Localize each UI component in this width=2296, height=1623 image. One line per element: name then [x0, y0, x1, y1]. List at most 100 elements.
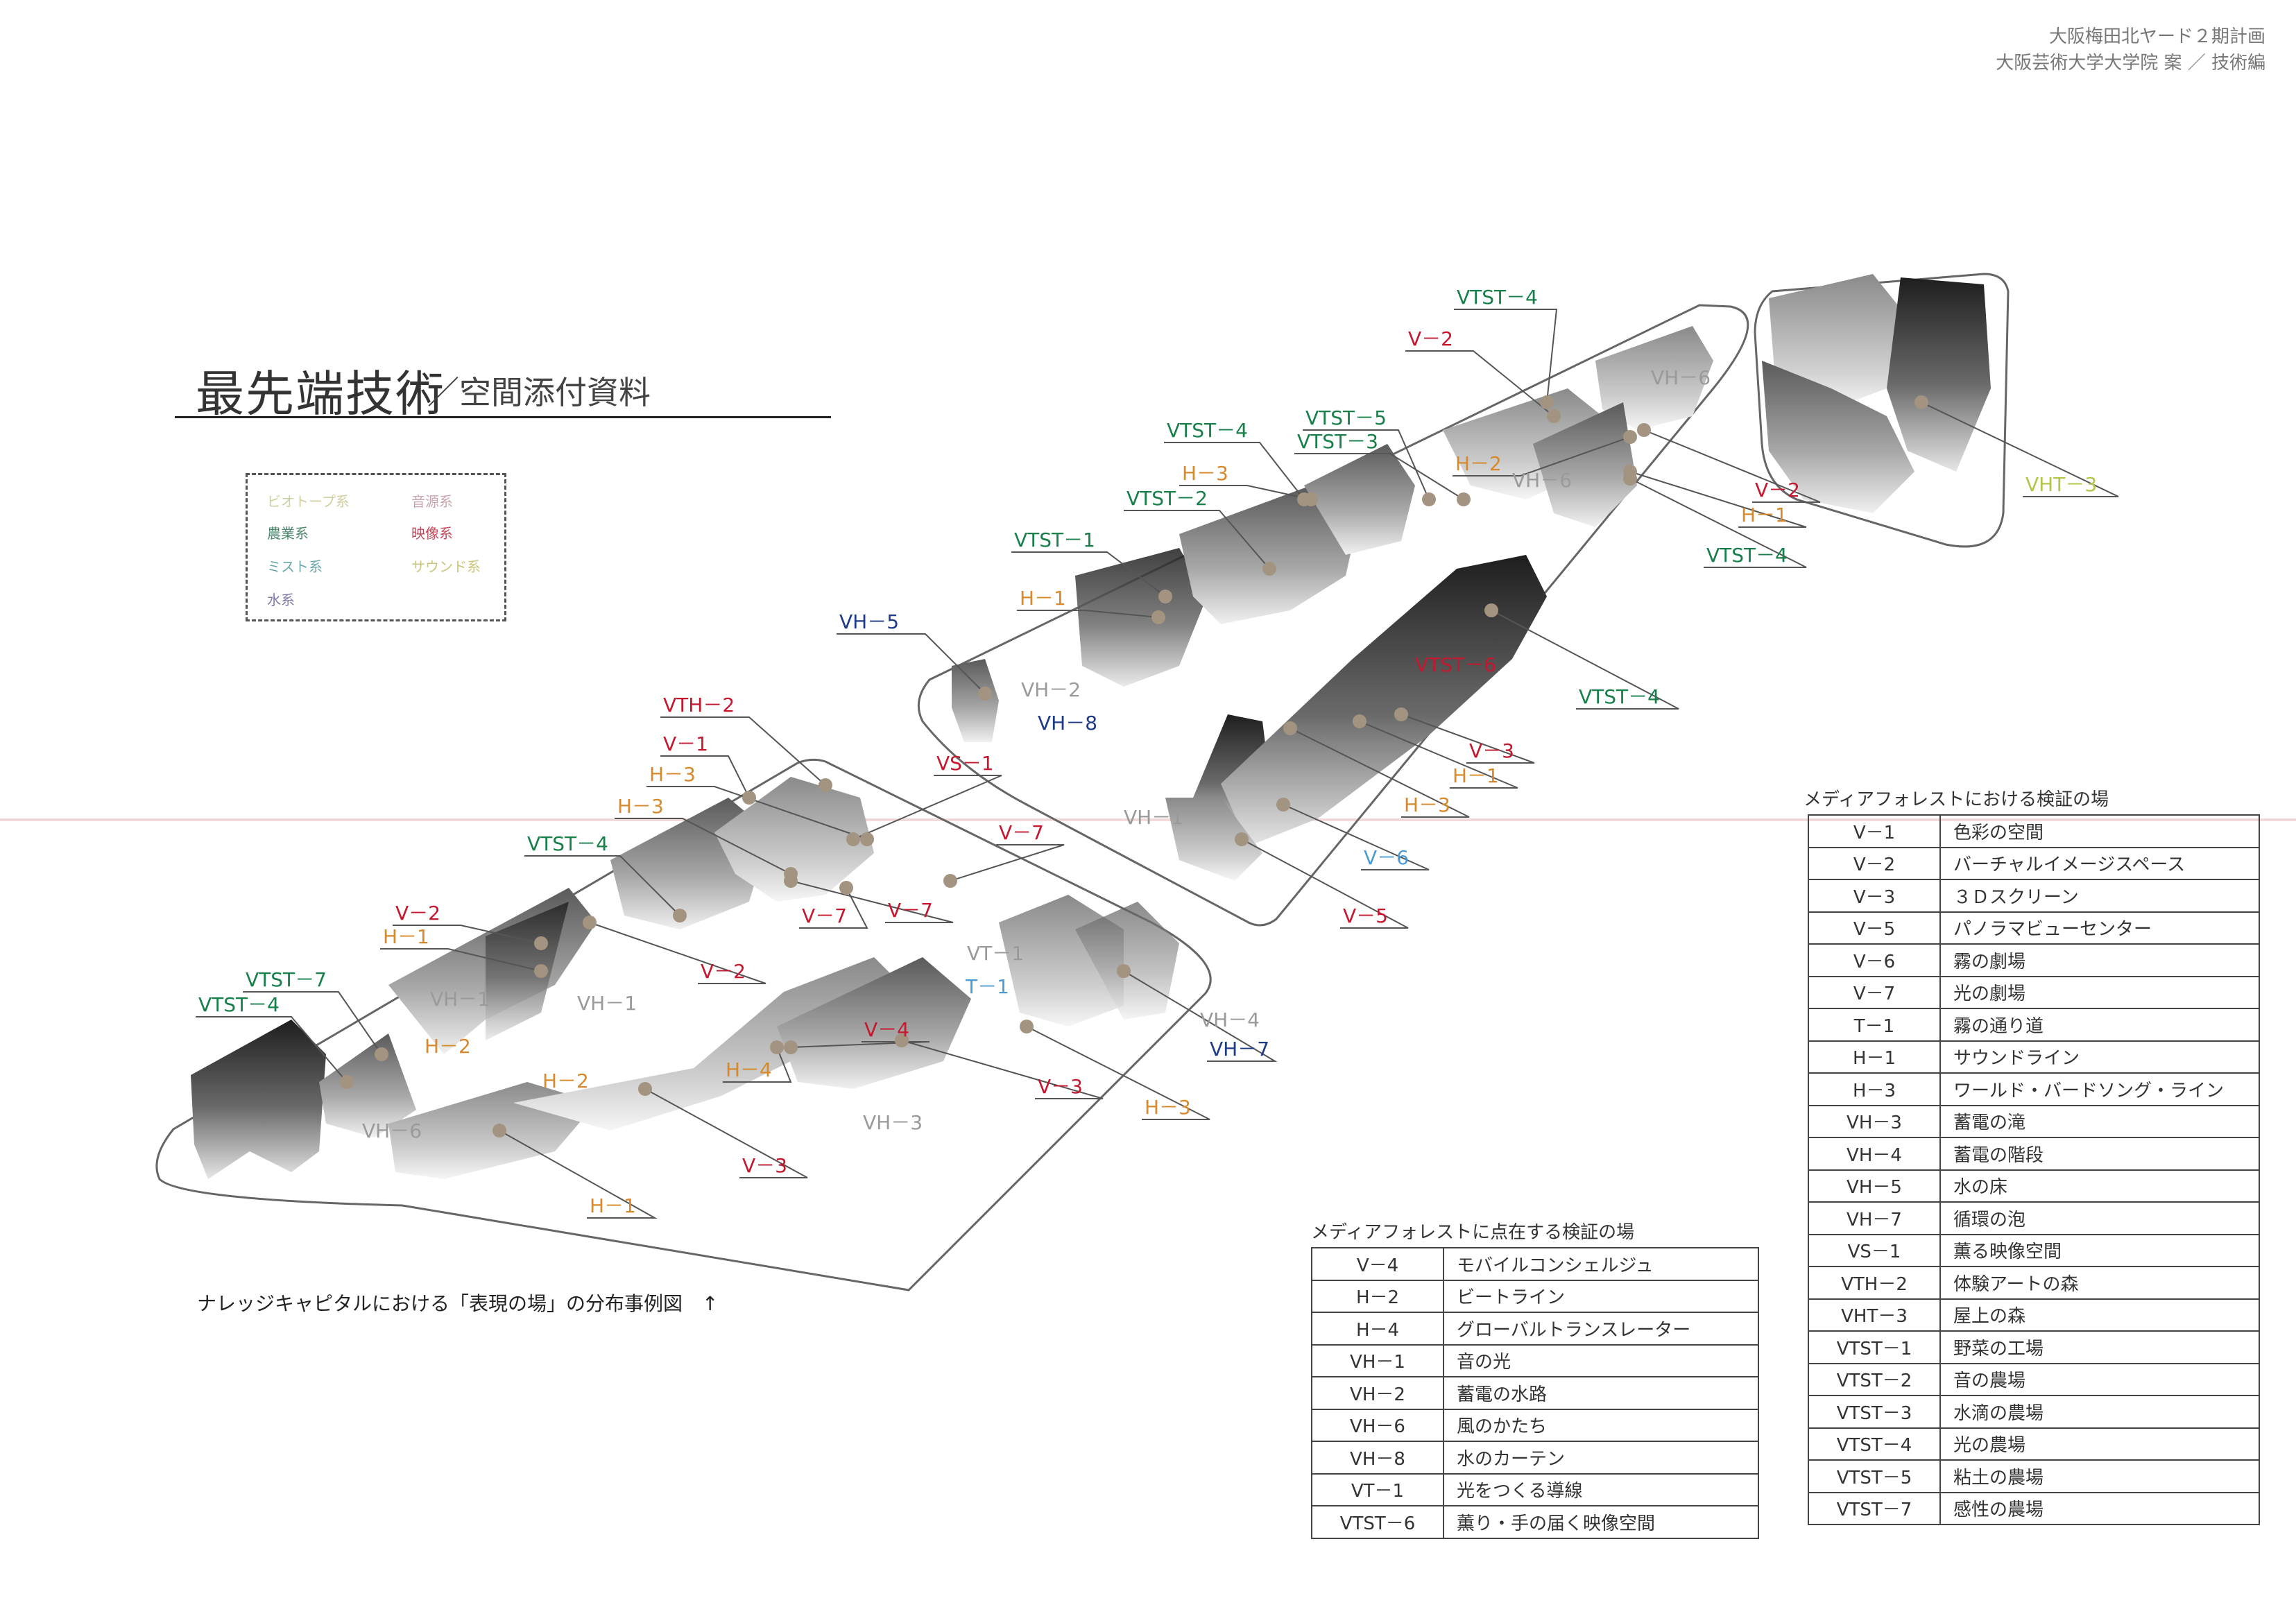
marker-dot	[1484, 603, 1498, 617]
leader-line	[1491, 610, 1679, 710]
map-label: V－2	[701, 960, 746, 983]
row-name: 屋上の森	[1939, 1298, 2260, 1332]
map-label: VH－1	[577, 992, 637, 1015]
map-label: VTST－4	[1457, 286, 1538, 309]
map-label: VTST－4	[1706, 544, 1788, 567]
mass-left-a	[319, 1033, 416, 1137]
row-name: 循環の泡	[1939, 1201, 2260, 1235]
map-label: V－2	[1408, 327, 1453, 350]
row-code: VH－2	[1311, 1376, 1444, 1410]
row-code: VH－5	[1808, 1169, 1941, 1203]
row-code: V－5	[1808, 911, 1941, 945]
marker-dot	[1158, 590, 1172, 603]
mass-center-h	[1221, 555, 1547, 846]
marker-dot	[784, 874, 798, 888]
map-label: VH－1	[430, 988, 490, 1011]
leader-line	[837, 633, 986, 694]
row-code: T－1	[1808, 1008, 1941, 1042]
row-name: 色彩の空間	[1939, 814, 2260, 848]
leader-line	[1017, 610, 1159, 618]
legend-item: サウンド系	[411, 558, 481, 575]
marker-dot	[943, 874, 957, 888]
map-label: T－1	[965, 975, 1009, 998]
map-label: H－2	[1455, 452, 1502, 475]
map-label: V－3	[742, 1154, 787, 1177]
leader-line	[660, 755, 750, 798]
map-label: H－2	[425, 1035, 471, 1058]
mass-right-c	[1762, 361, 1914, 513]
marker-dot	[375, 1047, 388, 1061]
row-name: 体験アートの森	[1939, 1266, 2260, 1300]
row-name: ビートライン	[1443, 1279, 1759, 1313]
map-label: V－2	[395, 902, 440, 925]
leader-line	[723, 1047, 792, 1083]
leader-line	[1123, 970, 1278, 1062]
marker-dot	[492, 1124, 506, 1137]
leader-line	[1294, 453, 1464, 500]
leader-line	[1179, 485, 1312, 500]
map-label: VH－1	[1124, 806, 1183, 829]
map-label: VHT－3	[2025, 473, 2097, 496]
guide-line	[0, 818, 2296, 821]
leader-line	[1454, 309, 1558, 403]
marker-dot	[1353, 714, 1367, 728]
leader-line	[1643, 429, 1821, 503]
marker-dot	[534, 964, 548, 978]
map-label: VT－1	[967, 942, 1024, 965]
row-code: VTST－1	[1808, 1330, 1941, 1364]
leader-line	[1290, 728, 1470, 818]
row-name: ワールド・バードソング・ライン	[1939, 1072, 2260, 1106]
leader-line	[1026, 1026, 1210, 1120]
leader-line	[1303, 429, 1430, 500]
row-name: 薫り・手の届く映像空間	[1443, 1505, 1759, 1539]
mass-center-c	[1304, 444, 1415, 555]
marker-dot	[1422, 492, 1436, 506]
row-name: 粘土の農場	[1939, 1459, 2260, 1493]
marker-dot	[1283, 721, 1297, 735]
row-name: バーチャルイメージスペース	[1939, 846, 2260, 880]
mass-center-tip	[952, 659, 999, 742]
row-name: 音の農場	[1939, 1362, 2260, 1396]
map-label: VH－8	[1038, 712, 1097, 735]
map-label: VTST－4	[1167, 419, 1248, 442]
map-label: VTST－4	[198, 993, 280, 1016]
marker-dot	[839, 881, 853, 895]
row-code: VT－1	[1311, 1472, 1444, 1506]
legend-item: ビオトープ系	[267, 493, 350, 510]
row-code: VTST－7	[1808, 1491, 1941, 1525]
row-name: 薫る映像空間	[1939, 1233, 2260, 1267]
table-right-title: メディアフォレストにおける検証の場	[1804, 789, 2109, 810]
header-line1: 大阪梅田北ヤード２期計画	[2048, 26, 2265, 47]
row-name: 蓄電の水路	[1443, 1376, 1759, 1410]
row-name: 水の床	[1939, 1169, 2260, 1203]
row-code: VTH－2	[1808, 1266, 1941, 1300]
map-label: VTST－7	[246, 968, 327, 991]
leader-line	[393, 925, 542, 944]
map-label: VTST－2	[1126, 487, 1208, 510]
marker-dot	[1623, 472, 1637, 486]
map-label: VTH－2	[663, 694, 735, 716]
row-code: VH－3	[1808, 1104, 1941, 1138]
map-label: VTST－4	[1579, 685, 1660, 708]
leader-line	[1359, 721, 1518, 789]
building-masses	[191, 274, 1991, 1179]
row-code: H－2	[1311, 1279, 1444, 1313]
map-label: V－7	[888, 899, 933, 922]
page-title: 最先端技術	[196, 366, 445, 422]
map-label: V－2	[1755, 479, 1800, 501]
marker-dot	[1623, 430, 1637, 444]
